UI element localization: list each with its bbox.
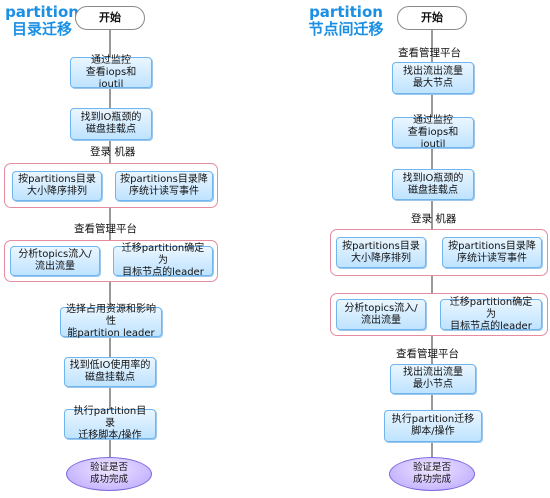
- right-group-sort: [330, 229, 548, 276]
- right-title: partition 节点间迁移: [306, 4, 386, 38]
- left-title-line2: 目录迁移: [11, 20, 72, 38]
- right-step-sort-size[interactable]: 按partitions目录 大小降序排列: [336, 237, 426, 268]
- left-group-analyze: [4, 240, 218, 282]
- left-step-select-leader[interactable]: 选择占用资源和影响性 能partition leader: [60, 304, 162, 339]
- left-label-login: 登录 机器: [90, 146, 136, 158]
- left-step-sort-size[interactable]: 按partitions目录 大小降序排列: [12, 171, 102, 201]
- right-step-find-min[interactable]: 找出流出流量 最小节点: [390, 364, 476, 394]
- right-end-node[interactable]: 验证是否 成功完成: [389, 457, 475, 491]
- right-start-node[interactable]: 开始: [397, 6, 467, 30]
- left-step-stat-rw[interactable]: 按partitions目录降 序统计读写事件: [115, 171, 213, 201]
- left-step-find-bottleneck[interactable]: 找到IO瓶颈的 磁盘挂载点: [70, 108, 152, 140]
- right-label-platform-top: 查看管理平台: [398, 47, 461, 59]
- right-step-execute[interactable]: 执行partition迁移 脚本/操作: [384, 410, 482, 442]
- left-title-line1: partition: [5, 3, 79, 21]
- left-step-migrate-target[interactable]: 迁移partition确定为 目标节点的leader: [113, 243, 213, 278]
- right-step-analyze[interactable]: 分析topics流入/ 流出流量: [336, 299, 426, 330]
- right-step-find-max[interactable]: 找出流出流量 最大节点: [392, 62, 474, 94]
- right-title-line2: 节点间迁移: [308, 20, 384, 38]
- right-group-analyze: [330, 293, 548, 336]
- right-step-migrate-target[interactable]: 迁移partition确定为 目标节点的leader: [440, 297, 542, 332]
- left-label-platform: 查看管理平台: [74, 223, 137, 235]
- left-step-analyze[interactable]: 分析topics流入/ 流出流量: [10, 246, 100, 276]
- left-start-label: 开始: [99, 11, 121, 24]
- left-end-node[interactable]: 验证是否 成功完成: [66, 457, 152, 491]
- right-label-login: 登录 机器: [411, 213, 457, 225]
- right-step-monitor[interactable]: 通过监控 查看iops和ioutil: [392, 115, 474, 150]
- left-group-sort: [4, 163, 218, 208]
- left-step-execute[interactable]: 执行partition目录 迁移脚本/操作: [64, 406, 156, 441]
- right-title-line1: partition: [309, 3, 383, 21]
- left-title: partition 目录迁移: [4, 4, 80, 38]
- right-step-stat-rw[interactable]: 按partitions目录降 序统计读写事件: [442, 237, 542, 268]
- left-start-node[interactable]: 开始: [75, 6, 145, 30]
- left-step-monitor[interactable]: 通过监控 查看iops和ioutil: [70, 55, 152, 90]
- right-label-platform-bottom: 查看管理平台: [396, 348, 459, 360]
- right-step-find-bottleneck[interactable]: 找到IO瓶颈的 磁盘挂载点: [392, 169, 474, 200]
- right-start-label: 开始: [421, 11, 443, 24]
- left-step-find-low-io[interactable]: 找到低IO使用率的 磁盘挂载点: [64, 357, 156, 387]
